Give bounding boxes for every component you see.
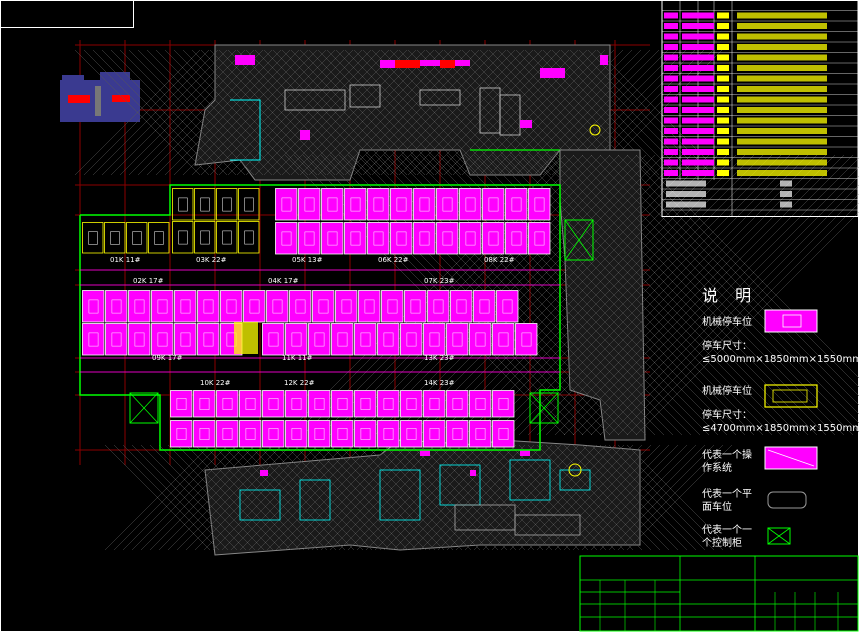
legend-item-flat-space: 代表一个平面车位 xyxy=(702,489,752,513)
garage-outline xyxy=(79,184,561,451)
legend-swatch-yellow xyxy=(764,384,818,408)
zone-label: 08K 22# xyxy=(484,256,515,264)
equipment-schedule-table xyxy=(661,0,859,217)
zone-label: 09K 17# xyxy=(152,354,183,362)
zone-label: 02K 17# xyxy=(133,277,164,285)
legend-item-size-2: 停车尺寸：≤4700mm×1850mm×1550mm xyxy=(702,410,859,434)
legend-swatches xyxy=(764,309,818,545)
zone-label: 03K 22# xyxy=(196,256,227,264)
lower-building xyxy=(104,439,733,556)
title-block xyxy=(579,555,859,632)
top-left-box xyxy=(0,0,134,28)
legend-item-mechanical-1: 机械停车位 xyxy=(702,317,752,328)
legend-item-size-1: 停车尺寸：≤5000mm×1850mm×1550mm xyxy=(702,341,859,365)
zone-label: 10K 22# xyxy=(200,379,231,387)
zone-label: 01K 11# xyxy=(110,256,141,264)
legend-title: 说 明 xyxy=(702,286,758,305)
legend-item-control-cabinet: 代表一个一个控制柜 xyxy=(702,525,752,549)
zone-label: 07K 23# xyxy=(424,277,455,285)
legend-swatch-cabinet xyxy=(767,527,791,545)
parking-blocks xyxy=(82,188,551,448)
zone-label: 05K 13# xyxy=(292,256,323,264)
zone-label: 13K 23# xyxy=(424,354,455,362)
zone-label: 06K 22# xyxy=(378,256,409,264)
zone-label: 04K 17# xyxy=(268,277,299,285)
control-cabinets xyxy=(129,219,594,424)
zone-label: 12K 22# xyxy=(284,379,315,387)
legend-swatch-magenta xyxy=(764,309,818,333)
zone-label: 14K 23# xyxy=(424,379,455,387)
zone-label: 11K 11# xyxy=(282,354,313,362)
key-plan xyxy=(60,72,140,122)
legend-item-operation-system: 代表一个操作系统 xyxy=(702,450,752,474)
legend-swatch-flat-space xyxy=(767,491,807,509)
legend-item-mechanical-2: 机械停车位 xyxy=(702,386,752,397)
